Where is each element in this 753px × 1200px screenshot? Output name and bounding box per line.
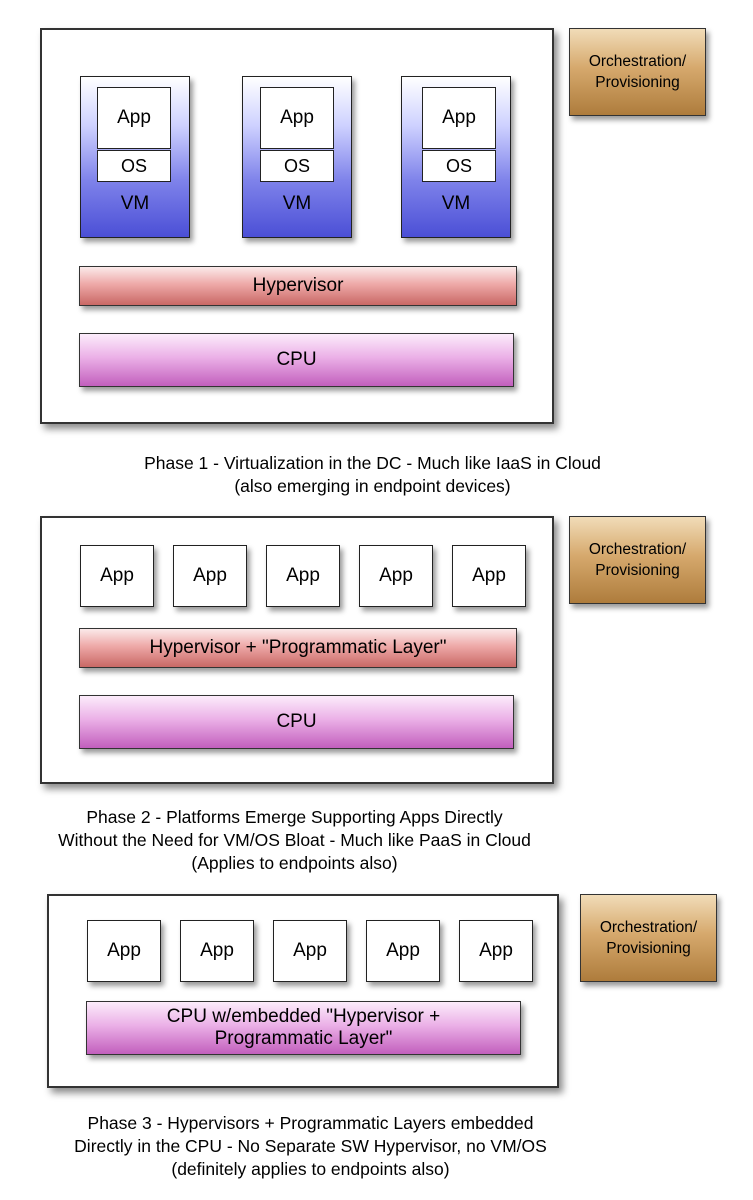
app-label: App — [117, 107, 151, 128]
orchestration-box: Orchestration/Provisioning — [569, 28, 706, 116]
hypervisor-label: Hypervisor — [252, 275, 344, 296]
app-box: App — [173, 545, 247, 607]
app-label: App — [280, 107, 314, 128]
app-box: App — [80, 545, 154, 607]
caption-line: (definitely applies to endpoints also) — [171, 1159, 450, 1179]
app-box: App — [422, 87, 496, 149]
hypervisor-programmatic-bar: Hypervisor + "Programmatic Layer" — [79, 628, 517, 668]
orchestration-label-line2: Provisioning — [595, 74, 680, 91]
phase1-caption: Phase 1 - Virtualization in the DC - Muc… — [0, 452, 749, 498]
app-box: App — [452, 545, 526, 607]
app-box: App — [266, 545, 340, 607]
hypervisor-bar: Hypervisor — [79, 266, 517, 306]
caption-line: Phase 1 - Virtualization in the DC - Muc… — [144, 453, 601, 473]
orchestration-label-line1: Orchestration/ — [588, 541, 687, 558]
app-label: App — [286, 565, 320, 586]
os-label: OS — [120, 156, 147, 176]
app-box: App — [87, 920, 161, 982]
orchestration-label-line2: Provisioning — [606, 940, 691, 957]
app-box: App — [359, 545, 433, 607]
os-box: OS — [97, 150, 171, 182]
os-box: OS — [422, 150, 496, 182]
phase3-caption: Phase 3 - Hypervisors + Programmatic Lay… — [0, 1112, 687, 1181]
vm-label: VM — [120, 193, 150, 214]
cpu-embedded-label-line2: Programmatic Layer" — [214, 1028, 393, 1049]
app-box: App — [260, 87, 334, 149]
phase2-caption-rest: Without the Need for VM/OS Bloat - Much … — [0, 829, 671, 875]
caption-line: Directly in the CPU - No Separate SW Hyp… — [74, 1136, 547, 1156]
vm-box: App OS VM — [401, 76, 511, 238]
app-label: App — [472, 565, 506, 586]
app-label: App — [479, 940, 513, 961]
app-label: App — [293, 940, 327, 961]
caption-line: Without the Need for VM/OS Bloat - Much … — [58, 830, 531, 850]
orchestration-label-line1: Orchestration/ — [599, 919, 698, 936]
app-box: App — [180, 920, 254, 982]
cpu-bar: CPU — [79, 333, 514, 387]
app-label: App — [100, 565, 134, 586]
caption-line: (Applies to endpoints also) — [191, 853, 398, 873]
vm-label: VM — [282, 193, 312, 214]
app-box: App — [273, 920, 347, 982]
cpu-label: CPU — [276, 349, 317, 370]
cpu-bar: CPU — [79, 695, 514, 749]
app-label: App — [107, 940, 141, 961]
os-label: OS — [445, 156, 472, 176]
cpu-embedded-bar: CPU w/embedded "Hypervisor +Programmatic… — [86, 1001, 521, 1055]
app-box: App — [97, 87, 171, 149]
caption-line: Phase 3 - Hypervisors + Programmatic Lay… — [87, 1113, 534, 1133]
orchestration-box: Orchestration/Provisioning — [569, 516, 706, 604]
os-box: OS — [260, 150, 334, 182]
app-label: App — [193, 565, 227, 586]
cpu-label: CPU — [276, 711, 317, 732]
cpu-embedded-label-line1: CPU w/embedded "Hypervisor + — [166, 1006, 441, 1027]
app-label: App — [386, 940, 420, 961]
app-label: App — [442, 107, 476, 128]
app-box: App — [459, 920, 533, 982]
app-box: App — [366, 920, 440, 982]
app-label: App — [200, 940, 234, 961]
phase2-caption: Phase 2 - Platforms Emerge Supporting Ap… — [0, 806, 671, 829]
vm-label: VM — [441, 193, 471, 214]
vm-box: App OS VM — [80, 76, 190, 238]
orchestration-box: Orchestration/Provisioning — [580, 894, 717, 982]
vm-box: App OS VM — [242, 76, 352, 238]
hypervisor-programmatic-label: Hypervisor + "Programmatic Layer" — [149, 637, 447, 658]
os-label: OS — [283, 156, 310, 176]
caption-line: (also emerging in endpoint devices) — [234, 476, 511, 496]
app-label: App — [379, 565, 413, 586]
orchestration-label-line1: Orchestration/ — [588, 53, 687, 70]
orchestration-label-line2: Provisioning — [595, 562, 680, 579]
caption-line: Phase 2 - Platforms Emerge Supporting Ap… — [86, 807, 503, 827]
